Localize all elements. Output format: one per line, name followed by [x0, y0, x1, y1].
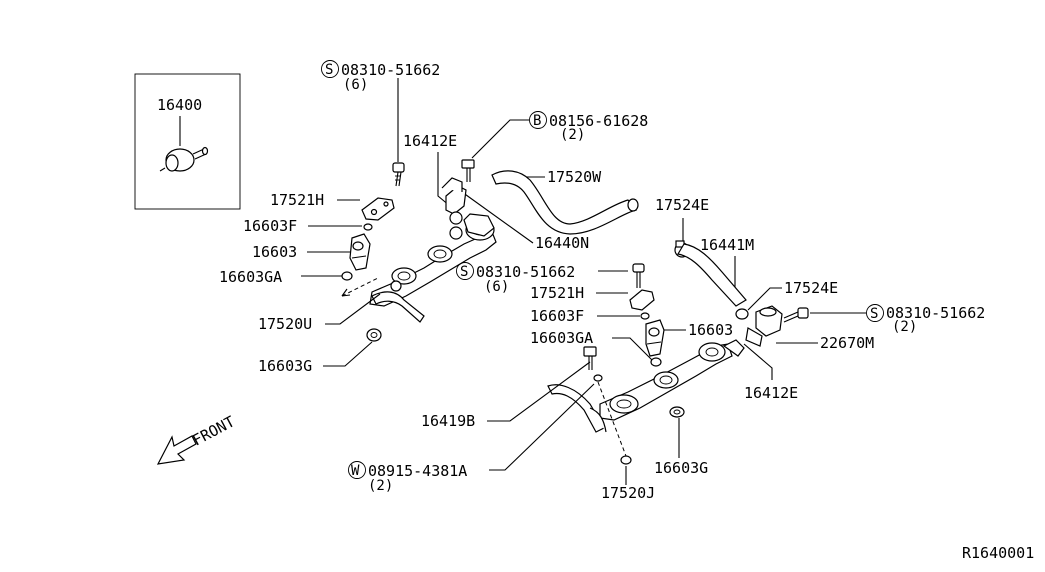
label-16603-mid: 16603: [688, 321, 733, 339]
label-s-mid: 08310-51662: [476, 263, 575, 281]
label-16603GA-upper: 16603GA: [219, 268, 282, 286]
circle-letter-b: B: [533, 113, 541, 129]
fuel-pressure-sensor-22670M: [745, 305, 783, 347]
seal-ring-right: [669, 406, 685, 418]
label-16419B: 16419B: [421, 412, 475, 430]
bolt-icon: [461, 159, 475, 182]
label-s-mid-qty: (6): [484, 279, 509, 295]
label-16603F-mid: 16603F: [530, 307, 584, 325]
circle-letter-w: W: [351, 463, 360, 479]
callout-w-08915-4381A: W 08915-4381A (2): [348, 383, 595, 494]
label-16412E-upper: 16412E: [403, 132, 457, 150]
label-17524E-upper: 17524E: [655, 196, 709, 214]
label-16603G-right: 16603G: [654, 459, 708, 477]
front-direction-arrow: FRONT: [156, 412, 238, 465]
label-16603G-left: 16603G: [258, 357, 312, 375]
fuel-hose-16441M: [677, 243, 747, 307]
fuel-injector-upper: [349, 233, 371, 271]
hose-clamp-icon-lower: [735, 308, 749, 320]
circle-letter-s-mid: S: [460, 264, 468, 280]
diagram-ref-code: R1640001: [962, 544, 1034, 562]
label-16603-upper: 16603: [252, 243, 297, 261]
label-22670M: 22670M: [820, 334, 874, 352]
seal-ring-left: [366, 328, 382, 342]
label-b-top-qty: (2): [560, 127, 585, 143]
fuel-filter-icon: [159, 146, 209, 172]
fuel-rail-right: [547, 339, 745, 433]
label-17520J: 17520J: [601, 484, 655, 502]
label-17524E-lower: 17524E: [784, 279, 838, 297]
screw-icon: [392, 162, 405, 187]
pressure-damper-upper: [441, 177, 467, 240]
label-17521H-upper: 17521H: [270, 191, 324, 209]
label-s-right: 08310-51662: [886, 304, 985, 322]
label-17520U: 17520U: [258, 315, 312, 333]
bolt-icon-rail: [583, 346, 597, 370]
label-s-right-qty: (2): [892, 319, 917, 335]
callout-b-08156-61628: B 08156-61628 (2): [471, 111, 648, 159]
label-17520W: 17520W: [547, 168, 602, 186]
spacer-17520J: [620, 455, 632, 465]
fuel-rail-left: [369, 213, 497, 323]
label-16603GA-mid: 16603GA: [530, 329, 593, 347]
inset-box-16400: 16400: [134, 73, 241, 210]
label-w-bot: 08915-4381A: [368, 462, 467, 480]
label-w-bot-qty: (2): [368, 478, 393, 494]
callout-s-08310-51662-mid: S 08310-51662 (6): [456, 262, 628, 295]
label-s-top: 08310-51662: [341, 61, 440, 79]
label-b-top: 08156-61628: [549, 112, 648, 130]
injector-clip-17521H: [361, 197, 395, 221]
injector-clip-mid: [629, 289, 655, 311]
fuel-injector-mid: [645, 319, 665, 357]
callout-s-08310-51662-right: S 08310-51662 (2): [810, 304, 985, 335]
circle-letter-s: S: [325, 62, 333, 78]
label-s-top-qty: (6): [343, 77, 368, 93]
label-16441M: 16441M: [700, 236, 754, 254]
label-16412E-lower: 16412E: [744, 384, 798, 402]
callout-s-08310-51662-top: S 08310-51662 (6): [321, 60, 440, 162]
front-label: FRONT: [189, 412, 237, 449]
screw-icon-mid: [632, 263, 645, 288]
label-16603F-upper: 16603F: [243, 217, 297, 235]
label-17521H-mid: 17521H: [530, 284, 584, 302]
screw-icon-right: [783, 307, 809, 323]
label-16440N: 16440N: [535, 234, 589, 252]
washer-icon: [593, 374, 603, 382]
fuel-hose-17520W: [491, 170, 639, 235]
circle-letter-s-right: S: [870, 306, 878, 322]
label-16400: 16400: [157, 96, 202, 114]
